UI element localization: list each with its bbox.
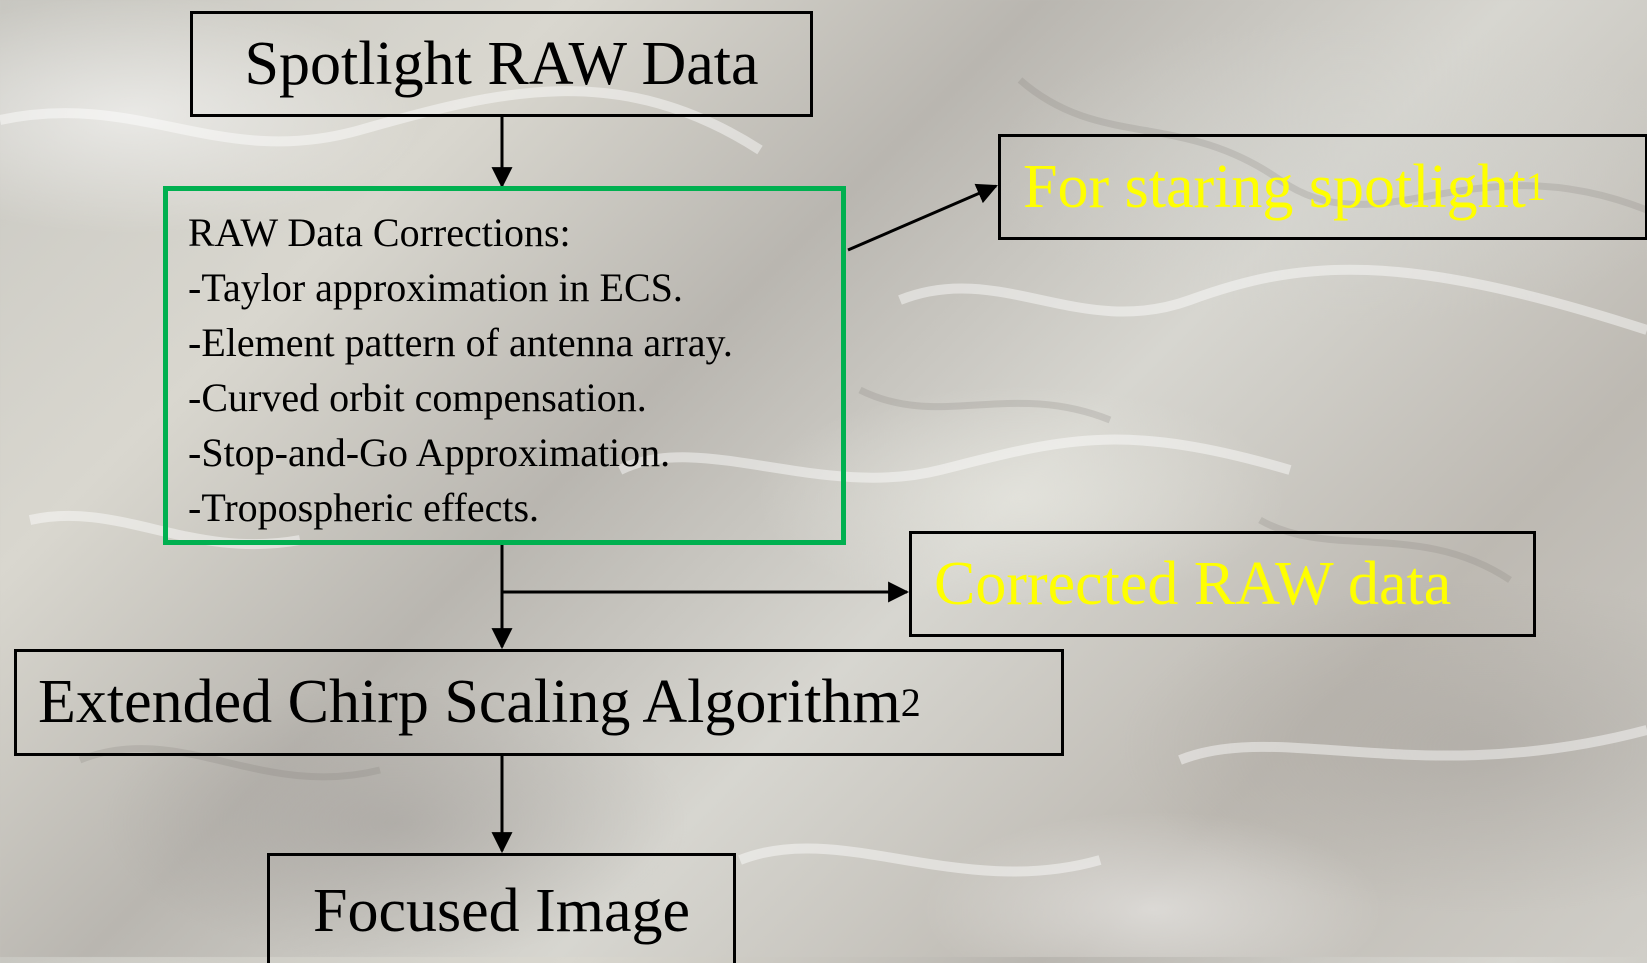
extended-chirp-scaling-label: Extended Chirp Scaling Algorithm bbox=[38, 668, 901, 736]
spotlight-raw-data-label: Spotlight RAW Data bbox=[244, 29, 759, 98]
corrected-raw-data-label: Corrected RAW data bbox=[934, 549, 1452, 618]
correction-item: -Taylor approximation in ECS. bbox=[188, 265, 683, 310]
staring-spotlight-box: For staring spotlight 1 bbox=[998, 134, 1647, 240]
correction-item: -Stop-and-Go Approximation. bbox=[188, 430, 671, 475]
spotlight-raw-data-box: Spotlight RAW Data bbox=[190, 11, 813, 117]
corrected-raw-data-box: Corrected RAW data bbox=[909, 531, 1536, 637]
correction-item: -Tropospheric effects. bbox=[188, 485, 540, 530]
correction-item: -Element pattern of antenna array. bbox=[188, 320, 733, 365]
correction-item: -Curved orbit compensation. bbox=[188, 375, 647, 420]
extended-chirp-scaling-box: Extended Chirp Scaling Algorithm 2 bbox=[14, 649, 1064, 756]
arrow-corrections-to-staring bbox=[847, 183, 998, 252]
focused-image-label: Focused Image bbox=[312, 877, 691, 945]
staring-spotlight-label: For staring spotlight bbox=[1023, 152, 1526, 221]
focused-image-box: Focused Image bbox=[267, 853, 736, 963]
corrections-heading: RAW Data Corrections: bbox=[188, 210, 571, 255]
raw-data-corrections-box: RAW Data Corrections: -Taylor approximat… bbox=[163, 186, 846, 545]
